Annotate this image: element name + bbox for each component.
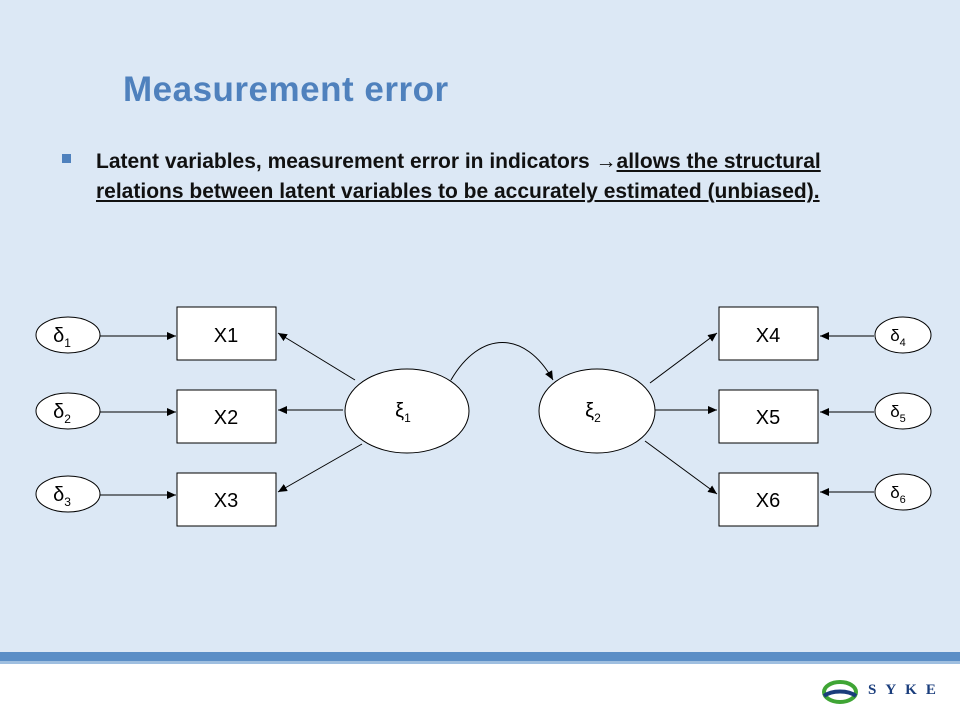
indicator-label-x6: X6 [756,490,780,512]
indicator-label-x5: X5 [756,407,780,429]
arrow-xi2-x6 [644,440,718,495]
latent-node-xi1 [344,368,470,454]
indicator-label-x1: X1 [214,325,238,347]
indicator-box-x4 [718,306,819,361]
error-node-delta1 [35,316,101,354]
bullet-marker-icon [62,154,71,163]
indicator-box-x2 [176,389,277,444]
error-label-delta4: δ4 [890,326,906,349]
error-node-delta6 [874,473,932,511]
right-arrow-icon: → [595,150,617,173]
error-label-delta2: δ2 [53,401,71,426]
error-node-delta4 [874,316,932,354]
footer-bar [0,652,960,661]
arrow-xi2-x4 [649,332,718,384]
indicator-box-x3 [176,472,277,527]
error-node-delta2 [35,392,101,430]
indicator-label-x3: X3 [214,490,238,512]
slide-title: Measurement error [123,70,449,109]
error-label-delta1: δ1 [53,325,71,350]
error-node-delta3 [35,475,101,513]
latent-node-xi2 [538,368,656,454]
error-label-delta3: δ3 [53,484,71,509]
indicator-label-x4: X4 [756,325,780,347]
arrow-xi1-x3 [277,443,363,493]
latent-label-xi2: ξ2 [585,400,601,425]
covariance-arrow-xi1-xi2 [443,342,554,390]
error-node-delta5 [874,392,932,430]
error-label-delta6: δ6 [890,483,906,506]
path-diagram: X1 X2 X3 X4 X5 X6 δ1 δ2 δ3 δ4 δ5 δ6 ξ1 ξ… [35,306,932,527]
indicator-label-x2: X2 [214,407,238,429]
footer-bar-highlight [0,661,960,664]
bullet-text: Latent variables, measurement error in i… [96,147,896,207]
error-label-delta5: δ5 [890,402,906,425]
bullet-text-plain: Latent variables, measurement error in i… [96,150,596,173]
logo-text: SYKE [868,682,945,698]
indicator-box-x6 [718,472,819,527]
bullet-text-underlined: allows the structural relations between … [96,150,821,203]
indicator-box-x5 [718,389,819,444]
arrow-xi1-x1 [277,332,356,381]
latent-label-xi1: ξ1 [395,400,411,425]
indicator-box-x1 [176,306,277,361]
syke-wave-icon [822,680,858,704]
